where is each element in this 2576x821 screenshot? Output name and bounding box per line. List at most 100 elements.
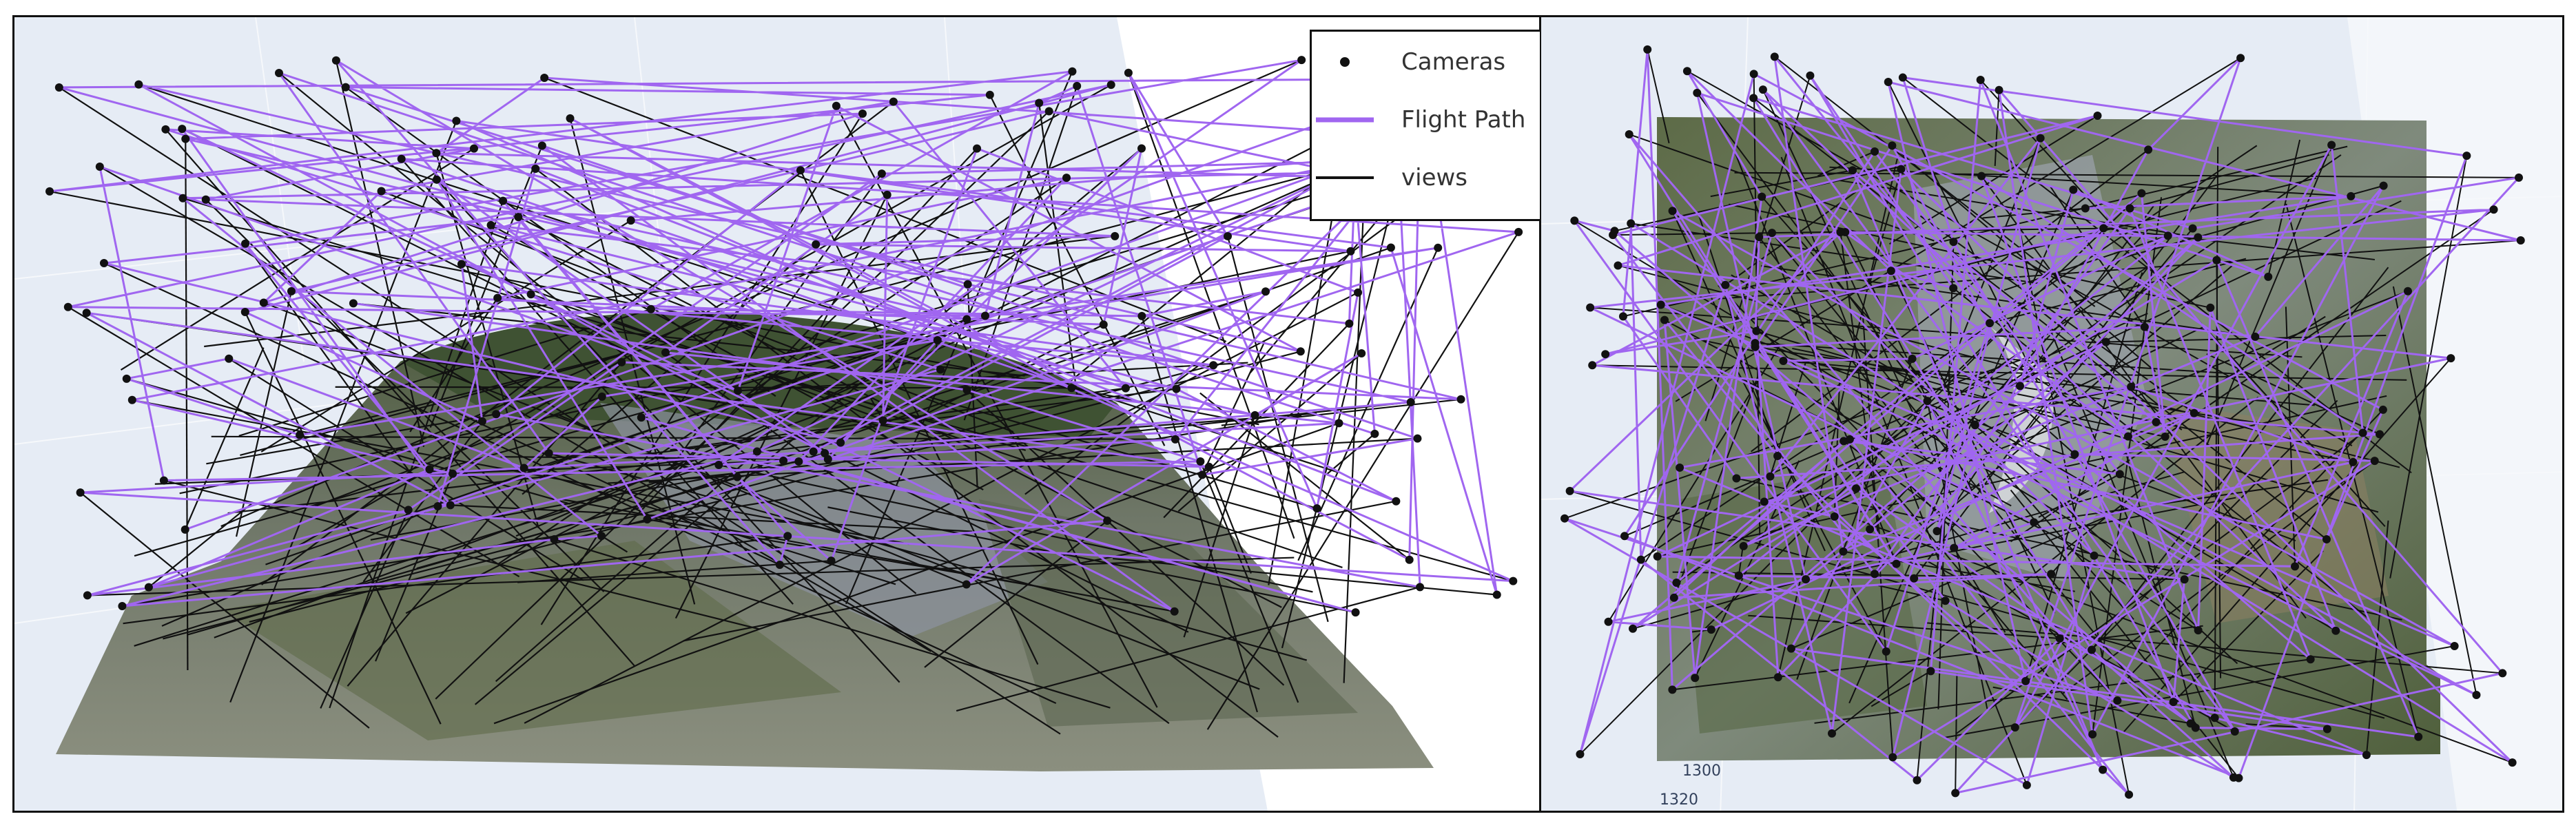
camera-marker: [76, 488, 85, 497]
view-line: [148, 502, 253, 588]
view-line: [238, 308, 652, 437]
view-line: [1981, 176, 2307, 619]
camera-marker: [1576, 750, 1585, 759]
left-3d-view-panel[interactable]: Cameras Flight Path views: [12, 15, 1542, 813]
view-line: [122, 415, 1302, 607]
camera-marker: [858, 110, 867, 118]
camera-marker: [159, 476, 168, 485]
right-top-view-panel[interactable]: 1300 1320: [1539, 15, 2564, 813]
view-line: [1647, 49, 1670, 144]
camera-marker: [1223, 232, 1232, 241]
legend-label-views: views: [1401, 164, 1468, 191]
camera-marker: [2099, 224, 2108, 233]
camera-marker: [82, 309, 91, 318]
camera-marker: [985, 90, 994, 99]
camera-marker: [2069, 185, 2078, 194]
camera-marker: [1852, 484, 1861, 493]
view-line: [963, 85, 1078, 421]
camera-marker: [2010, 723, 2019, 732]
view-line: [1831, 396, 2259, 734]
view-line: [261, 101, 894, 585]
camera-marker: [1848, 166, 1857, 175]
camera-marker: [2036, 134, 2045, 143]
camera-marker: [1693, 88, 1702, 97]
left-scene-canvas[interactable]: [14, 17, 1542, 813]
camera-marker: [433, 502, 442, 511]
view-line: [966, 389, 1285, 686]
legend-label-cameras: Cameras: [1401, 48, 1506, 76]
camera-marker: [962, 386, 971, 395]
camera-marker: [1456, 395, 1465, 404]
view-line: [989, 94, 1166, 446]
view-line: [1622, 145, 2348, 318]
view-line: [163, 479, 760, 630]
camera-marker: [457, 260, 466, 269]
camera-marker: [796, 166, 805, 175]
camera-marker: [2306, 655, 2315, 664]
camera-marker: [492, 410, 501, 419]
view-line: [1564, 356, 2030, 519]
camera-marker: [1062, 174, 1071, 183]
view-line: [2025, 272, 2143, 682]
camera-marker: [1601, 350, 1610, 359]
camera-marker: [1312, 504, 1321, 513]
right-scene-canvas[interactable]: [1541, 17, 2564, 813]
view-line: [2130, 154, 2329, 209]
camera-marker: [962, 315, 971, 324]
camera-marker: [1514, 227, 1523, 236]
camera-marker: [794, 457, 803, 466]
camera-marker: [2169, 698, 2178, 707]
camera-marker: [2047, 570, 2056, 579]
flight-path-line: [1564, 49, 2522, 796]
legend: Cameras Flight Path views: [1310, 30, 1540, 221]
camera-marker: [2379, 181, 2388, 190]
camera-marker: [1370, 429, 1379, 438]
camera-marker: [404, 506, 413, 515]
camera-marker: [1886, 267, 1895, 276]
camera-marker: [1137, 311, 1146, 320]
camera-marker: [646, 304, 655, 313]
camera-marker: [821, 449, 830, 458]
view-line: [353, 302, 1025, 377]
view-line: [2015, 401, 2076, 455]
camera-marker: [878, 416, 887, 425]
view-line: [2125, 451, 2196, 728]
camera-marker: [1926, 667, 1935, 676]
camera-marker: [1198, 470, 1207, 479]
camera-marker: [1888, 753, 1897, 762]
axis-tick-1320: 1320: [1660, 791, 1698, 809]
camera-marker: [2212, 256, 2221, 264]
camera-marker: [259, 298, 268, 307]
camera-marker: [2188, 224, 2197, 233]
camera-marker: [1068, 67, 1077, 76]
camera-marker: [1721, 280, 1730, 289]
view-line: [683, 500, 1397, 642]
camera-marker: [1691, 674, 1700, 683]
camera-marker: [1413, 434, 1422, 443]
camera-marker: [1261, 287, 1270, 296]
view-line: [515, 159, 1365, 537]
camera-marker: [1354, 288, 1363, 297]
camera-marker: [1976, 75, 1985, 84]
view-line: [554, 538, 1111, 709]
view-line: [435, 110, 1050, 700]
view-line: [2103, 227, 2376, 260]
camera-marker: [1035, 98, 1044, 107]
camera-marker: [1668, 685, 1677, 694]
view-line: [1937, 242, 1955, 709]
camera-marker: [201, 195, 210, 204]
camera-marker: [1870, 570, 1879, 579]
right-flight-path: [1564, 49, 2522, 796]
camera-marker: [2101, 337, 2110, 346]
camera-marker: [1732, 474, 1741, 483]
camera-marker: [1806, 71, 1815, 80]
camera-marker: [1172, 384, 1181, 393]
legend-item-cameras[interactable]: Cameras: [1312, 41, 1540, 83]
legend-item-views[interactable]: views: [1312, 157, 1540, 198]
camera-marker: [550, 535, 559, 544]
camera-marker: [452, 116, 461, 125]
camera-marker: [1941, 596, 1950, 605]
camera-marker: [432, 149, 441, 158]
legend-item-flight-path[interactable]: Flight Path: [1312, 99, 1540, 141]
view-line: [235, 291, 293, 537]
